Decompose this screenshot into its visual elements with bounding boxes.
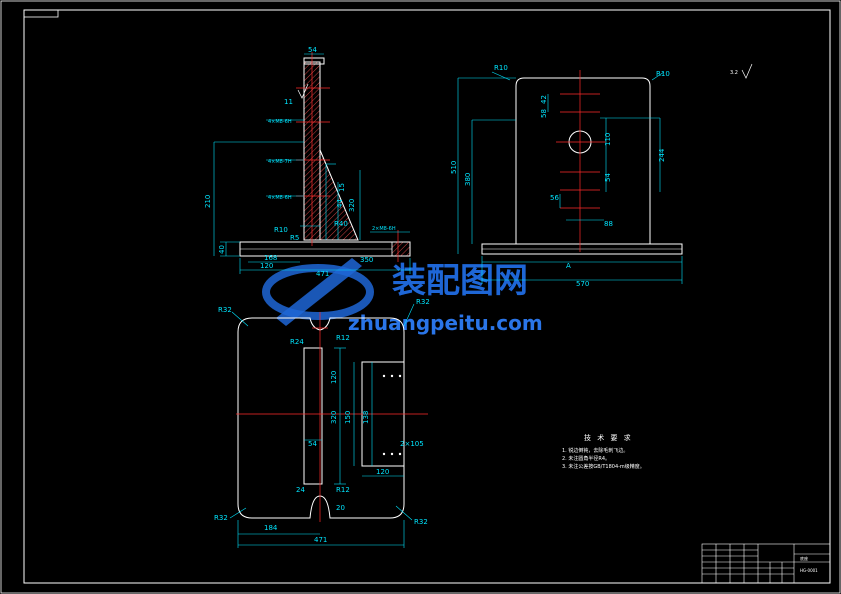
roughness-icon	[297, 83, 309, 99]
title-part-name: 底座	[800, 555, 808, 561]
side-view: R10 R10 510 380 42 58 110 244 54 56 88 5…	[450, 63, 753, 288]
dim-320: 320	[348, 199, 356, 212]
dim-350: 350	[360, 256, 373, 264]
dim-r32-tl: R32	[218, 306, 232, 314]
dim-54-top: 54	[308, 46, 317, 54]
watermark-url: zhuangpeitu.com	[348, 311, 543, 335]
dim-110: 110	[604, 133, 612, 146]
dim-56: 56	[550, 194, 559, 202]
dim-138: 138	[362, 411, 370, 424]
note-item-3: 3. 未注公差按GB/T1804-m级精度。	[562, 463, 645, 470]
dim-r5: R5	[290, 234, 299, 242]
dim-r32-bl: R32	[214, 514, 228, 522]
side-outline	[515, 77, 651, 245]
roughness-symbol-icon	[741, 63, 753, 79]
note-item-1: 1. 锐边倒钝，去除毛刺飞边。	[562, 447, 628, 454]
plan-view: R32 R32 R32 R32 R24 R12 R12 120 320 150 …	[214, 298, 430, 548]
dim-42: 42	[540, 95, 548, 104]
callout-holes-1: 4×M8-6H	[268, 119, 292, 125]
dim-15: 15	[338, 183, 346, 192]
roughness-note: 3.2	[730, 70, 738, 76]
dim-210: 210	[204, 195, 212, 208]
callout-holes-3: 4×M8-6H	[268, 195, 292, 201]
dim-471-plan: 471	[314, 536, 327, 544]
dim-r10-left: R10	[494, 64, 508, 72]
plan-wall	[303, 347, 323, 485]
dim-r10-right: R10	[656, 70, 670, 78]
dim-120-plan: 120	[330, 371, 338, 384]
dim-54-plan: 54	[308, 440, 317, 448]
dim-r12-bottom: R12	[336, 486, 350, 494]
dim-244: 244	[658, 148, 666, 162]
watermark-text: 装配图网	[392, 261, 528, 301]
dim-44: 44	[336, 199, 344, 208]
watermark: 装配图网 zhuangpeitu.com	[262, 258, 543, 335]
note-item-2: 2. 未注圆角半径R4。	[562, 455, 610, 462]
dim-88: 88	[604, 220, 613, 228]
dim-120: 120	[260, 262, 273, 270]
dim-570: 570	[576, 280, 589, 288]
dim-510: 510	[450, 161, 458, 174]
dim-r24: R24	[290, 338, 304, 346]
dim-r32-br: R32	[414, 518, 428, 526]
dim-184: 184	[264, 524, 278, 532]
dim-11: 11	[284, 98, 293, 106]
dim-r40: R40	[334, 220, 348, 228]
dim-r12-top: R12	[336, 334, 350, 342]
dim-471-section: 471	[316, 270, 329, 278]
dim-150: 150	[344, 411, 352, 424]
dim-2x105: 2×105	[400, 440, 424, 448]
dim-54-side: 54	[604, 173, 612, 182]
technical-notes: 技 术 要 求 1. 锐边倒钝，去除毛刺飞边。 2. 未注圆角半径R4。 3. …	[562, 433, 645, 470]
dim-320-plan: 320	[330, 411, 338, 424]
title-code: HG-0001	[800, 568, 818, 573]
dim-20: 20	[336, 504, 345, 512]
section-view: 54 11 40 210 471 168 120 320 15 R10 R5 R…	[204, 46, 411, 278]
dim-40: 40	[218, 245, 226, 254]
dim-380: 380	[464, 173, 472, 186]
dim-r10: R10	[274, 226, 288, 234]
datum-a: A	[566, 262, 571, 270]
dim-58: 58	[540, 109, 548, 118]
title-block: 底座 HG-0001	[701, 543, 831, 584]
dim-24: 24	[296, 486, 305, 494]
dim-r32-tr: R32	[416, 298, 430, 306]
callout-holes-2: 4×M8-7H	[268, 159, 292, 165]
dim-120-pocket: 120	[376, 468, 389, 476]
dim-168: 168	[264, 254, 277, 262]
notes-heading: 技 术 要 求	[584, 433, 633, 442]
callout-holes-4: 2×M8-6H	[372, 226, 396, 232]
section-gusset	[319, 149, 359, 241]
